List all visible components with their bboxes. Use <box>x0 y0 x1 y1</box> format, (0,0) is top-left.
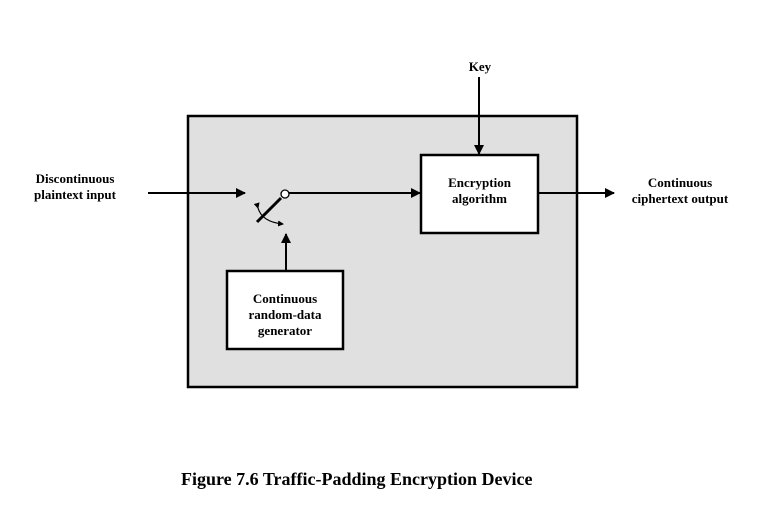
input-label-line2: plaintext input <box>34 187 116 202</box>
generator-label-line2: random-data <box>248 307 322 322</box>
encryption-label-line2: algorithm <box>452 191 507 206</box>
switch-pivot <box>280 189 290 199</box>
input-label-line1: Discontinuous <box>35 171 115 186</box>
output-label-line1: Continuous <box>647 175 713 190</box>
output-label-line2: ciphertext output <box>631 191 729 206</box>
random-data-generator-label: Continuous random-data generator <box>227 291 343 339</box>
encryption-algorithm-label: Encryption algorithm <box>421 175 538 207</box>
input-label: Discontinuous plaintext input <box>15 171 135 203</box>
encryption-algorithm-box <box>419 153 540 235</box>
generator-label-line1: Continuous <box>252 291 318 306</box>
key-label: Key <box>468 59 492 74</box>
figure-caption: Figure 7.6 Traffic-Padding Encryption De… <box>181 469 533 489</box>
generator-label-line3: generator <box>257 323 313 338</box>
switch-motion-arrow <box>253 202 284 227</box>
encryption-label-line1: Encryption <box>448 175 511 190</box>
output-label: Continuous ciphertext output <box>615 175 745 207</box>
